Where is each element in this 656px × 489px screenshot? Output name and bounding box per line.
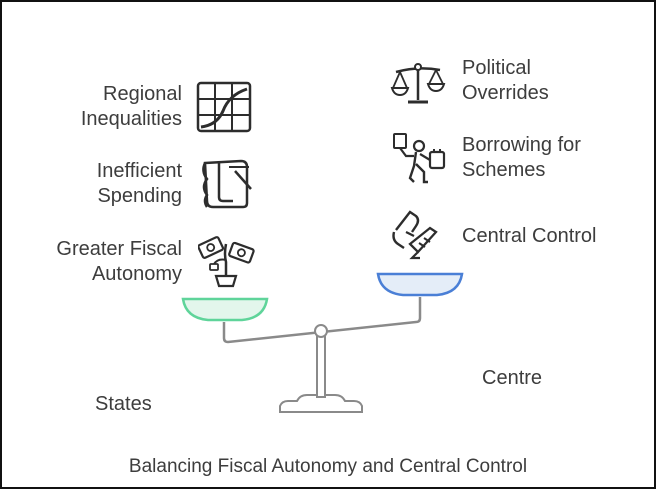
centre-label: Centre: [482, 367, 543, 389]
scale-pivot: [314, 324, 328, 338]
diagram-caption: Balancing Fiscal Autonomy and Central Co…: [128, 456, 528, 477]
factor-line: Overrides: [462, 82, 549, 104]
factor-line: Political: [462, 57, 531, 79]
factor-regional-inequalities: Regional Inequalities: [81, 82, 182, 132]
hand-pulling-icon: [390, 208, 448, 262]
factor-line: Borrowing for: [462, 134, 581, 156]
factor-line: Autonomy: [91, 263, 182, 285]
factor-line: Regional: [103, 83, 182, 105]
factor-line: Inequalities: [80, 108, 182, 130]
scale-pillar: [316, 334, 326, 398]
factor-line: Inefficient: [96, 160, 182, 182]
scale-base: [279, 394, 363, 413]
money-plant-icon: [198, 234, 256, 288]
wallet-icon: [199, 157, 255, 211]
states-label: States: [95, 393, 152, 415]
factor-central-control: Central Control: [462, 224, 597, 249]
factor-line: Central Control: [462, 225, 597, 247]
factor-line: Spending: [97, 185, 182, 207]
factor-inefficient-spending: Inefficient Spending: [97, 159, 182, 209]
map-grid-icon: [195, 81, 253, 133]
scales-icon: [390, 60, 448, 106]
centre-pan: [376, 272, 464, 297]
factor-line: Schemes: [462, 159, 546, 181]
person-carrying-icon: [392, 130, 448, 186]
factor-borrowing-for-schemes: Borrowing for Schemes: [462, 133, 581, 183]
states-pan: [181, 297, 269, 322]
factor-greater-fiscal-autonomy: Greater Fiscal Autonomy: [56, 237, 182, 287]
factor-line: Greater Fiscal: [56, 238, 182, 260]
factor-political-overrides: Political Overrides: [462, 56, 549, 106]
